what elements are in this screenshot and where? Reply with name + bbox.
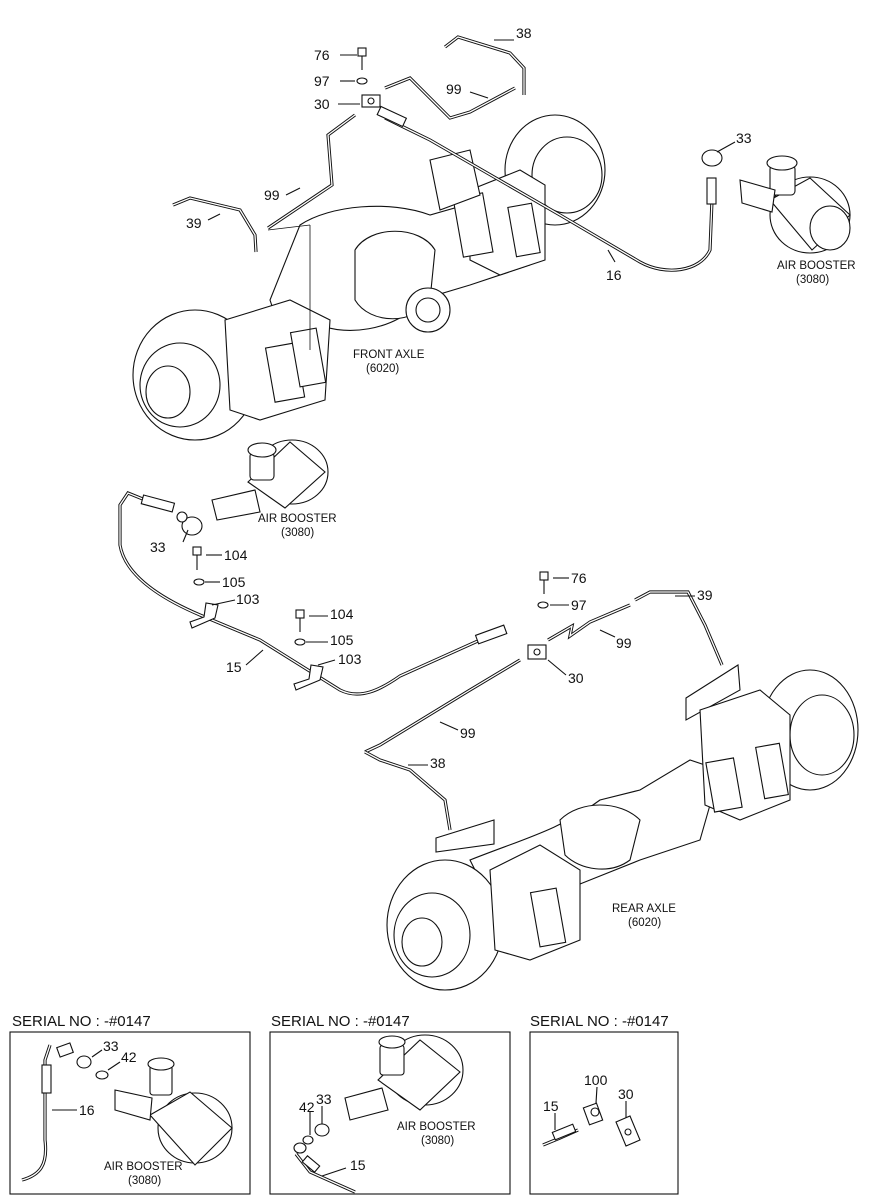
inset-2-header: SERIAL NO : -#0147 (271, 1013, 410, 1030)
inset-2-drawing (293, 1034, 464, 1194)
inset-3-drawing (542, 1102, 641, 1147)
air-booster-middle-code: (3080) (281, 527, 314, 539)
front-axle-label: FRONT AXLE (353, 349, 425, 361)
callout-99-left: 99 (264, 187, 280, 203)
callout-103-right: 103 (338, 651, 362, 667)
inset-1-callout-33: 33 (103, 1038, 119, 1054)
front-axle (132, 114, 606, 441)
callout-33-middle: 33 (150, 539, 166, 555)
callout-30-top: 30 (314, 96, 330, 112)
inset-2-frame (269, 1031, 511, 1195)
inset-1-callout-42: 42 (121, 1049, 137, 1065)
inset-2-callout-15: 15 (350, 1157, 366, 1173)
connector-30-rear (527, 571, 549, 660)
hose-15 (118, 491, 508, 696)
clip-103-left (189, 546, 219, 629)
rear-axle-label: REAR AXLE (612, 903, 676, 915)
inset-3-callout-15: 15 (543, 1098, 559, 1114)
inset-1-frame (9, 1031, 251, 1195)
callout-39-top: 39 (186, 215, 202, 231)
callout-99-top: 99 (446, 81, 462, 97)
air-booster-top (701, 149, 851, 254)
callout-97-rear: 97 (571, 597, 587, 613)
callout-97-top: 97 (314, 73, 330, 89)
rear-axle (386, 669, 859, 991)
callout-104-left: 104 (224, 547, 248, 563)
front-axle-code: (6020) (366, 363, 399, 375)
inset-2-label: AIR BOOSTER (397, 1121, 476, 1133)
inset-2-callout-33: 33 (316, 1091, 332, 1107)
inset-1-drawing (21, 1042, 233, 1182)
callout-99-rear-upper: 99 (616, 635, 632, 651)
air-booster-middle (181, 439, 329, 536)
inset-1-callout-16: 16 (79, 1102, 95, 1118)
inset-3-callout-100: 100 (584, 1072, 608, 1088)
connector-30-top (356, 47, 381, 108)
callout-99-rear-lower: 99 (460, 725, 476, 741)
callout-39-rear: 39 (697, 587, 713, 603)
callout-38-rear: 38 (430, 755, 446, 771)
inset-1-label: AIR BOOSTER (104, 1161, 183, 1173)
callout-38-top: 38 (516, 25, 532, 41)
inset-3-frame (529, 1031, 679, 1195)
air-booster-top-code: (3080) (796, 274, 829, 286)
inset-1-code: (3080) (128, 1175, 161, 1187)
callout-76-rear: 76 (571, 570, 587, 586)
clip-103-right (293, 609, 324, 691)
callout-103-left: 103 (236, 591, 260, 607)
air-booster-top-label: AIR BOOSTER (777, 260, 856, 272)
inset-1-header: SERIAL NO : -#0147 (12, 1013, 151, 1030)
rear-axle-code: (6020) (628, 917, 661, 929)
inset-3-callout-30: 30 (618, 1086, 634, 1102)
callout-105-right: 105 (330, 632, 354, 648)
callout-15-main: 15 (226, 659, 242, 675)
callout-76-top: 76 (314, 47, 330, 63)
callout-16: 16 (606, 267, 622, 283)
inset-2-callout-42: 42 (299, 1099, 315, 1115)
callout-33-top: 33 (736, 130, 752, 146)
hose-16 (376, 105, 717, 272)
callout-30-rear: 30 (568, 670, 584, 686)
callout-104-right: 104 (330, 606, 354, 622)
inset-3-header: SERIAL NO : -#0147 (530, 1013, 669, 1030)
callout-105-left: 105 (222, 574, 246, 590)
inset-2-code: (3080) (421, 1135, 454, 1147)
air-booster-middle-label: AIR BOOSTER (258, 513, 337, 525)
